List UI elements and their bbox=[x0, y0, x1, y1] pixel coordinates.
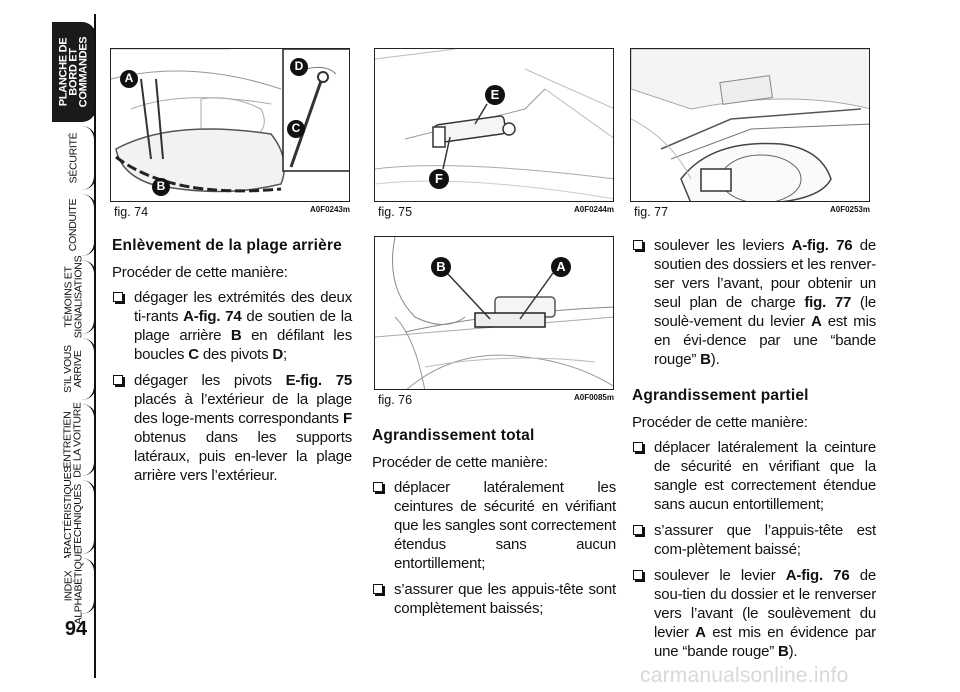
section-heading: Agrandissement partiel bbox=[632, 387, 809, 404]
figure-77-code: A0F0253m bbox=[829, 205, 870, 214]
tab-label: SÉCURITÉ bbox=[67, 132, 80, 184]
figure-77-drawing bbox=[631, 49, 869, 201]
intro-text: Procéder de cette manière: bbox=[372, 454, 548, 471]
bullet-item: s’assurer que les appuis-tête sont compl… bbox=[372, 580, 616, 618]
label-c: C bbox=[291, 121, 301, 135]
figure-76-code: A0F0085m bbox=[573, 393, 614, 402]
label-a: A bbox=[556, 259, 566, 274]
bullet-item: soulever le levier A-fig. 76 de sou-tien… bbox=[632, 566, 876, 661]
checkbox-bullet-icon bbox=[633, 570, 643, 580]
figure-75: E F bbox=[374, 48, 614, 202]
intro-text: Procéder de cette manière: bbox=[112, 264, 288, 281]
figure-74-caption: fig. 74 bbox=[114, 205, 149, 219]
checkbox-bullet-icon bbox=[113, 375, 123, 385]
tab-securite[interactable]: SÉCURITÉ bbox=[52, 126, 96, 190]
label-f: F bbox=[435, 171, 443, 186]
bullet-item: déplacer latéralement les ceintures de s… bbox=[372, 478, 616, 573]
figure-77 bbox=[630, 48, 870, 202]
section-heading: Agrandissement total bbox=[372, 427, 535, 444]
tab-label: CONDUITE bbox=[67, 198, 79, 252]
bullet-item: dégager les pivots E-fig. 75 placés à l’… bbox=[112, 371, 352, 485]
intro-text: Procéder de cette manière: bbox=[632, 414, 808, 431]
checkbox-bullet-icon bbox=[113, 292, 123, 302]
checkbox-bullet-icon bbox=[633, 240, 643, 250]
bullet-item: dégager les extrémités des deux ti-rants… bbox=[112, 288, 352, 364]
label-e: E bbox=[490, 87, 500, 102]
page-number: 94 bbox=[64, 618, 88, 640]
checkbox-bullet-icon bbox=[633, 525, 643, 535]
watermark: carmanualsonline.info bbox=[640, 664, 849, 687]
figure-77-caption: fig. 77 bbox=[634, 205, 669, 219]
figure-75-drawing bbox=[375, 49, 613, 200]
label-b: B bbox=[436, 259, 446, 274]
figure-76-caption: fig. 76 bbox=[378, 393, 413, 407]
checkbox-bullet-icon bbox=[633, 442, 643, 452]
checkbox-bullet-icon bbox=[373, 482, 383, 492]
section-heading: Enlèvement de la plage arrière bbox=[112, 237, 342, 254]
label-d: D bbox=[294, 59, 304, 73]
figure-75-caption: fig. 75 bbox=[378, 205, 413, 219]
column-1: Enlèvement de la plage arrière Procéder … bbox=[112, 236, 352, 492]
column-2: Agrandissement total Procéder de cette m… bbox=[372, 426, 616, 625]
bullet-item: soulever les leviers A-fig. 76 de soutie… bbox=[632, 236, 876, 369]
tab-conduite[interactable]: CONDUITE bbox=[52, 194, 96, 256]
figure-74-code: A0F0243m bbox=[309, 205, 350, 214]
figure-74: A B C D bbox=[110, 48, 350, 202]
checkbox-bullet-icon bbox=[373, 584, 383, 594]
label-a: A bbox=[124, 71, 134, 85]
column-3: soulever les leviers A-fig. 76 de soutie… bbox=[632, 236, 876, 668]
bullet-item: déplacer latéralement la ceinture de séc… bbox=[632, 438, 876, 514]
bullet-item: s’assurer que l’appuis-tête est com-plèt… bbox=[632, 521, 876, 559]
figure-74-drawing bbox=[111, 49, 349, 196]
figure-75-code: A0F0244m bbox=[573, 205, 614, 214]
figure-76: B A bbox=[374, 236, 614, 390]
label-b: B bbox=[156, 179, 166, 193]
figure-76-drawing bbox=[375, 237, 613, 389]
